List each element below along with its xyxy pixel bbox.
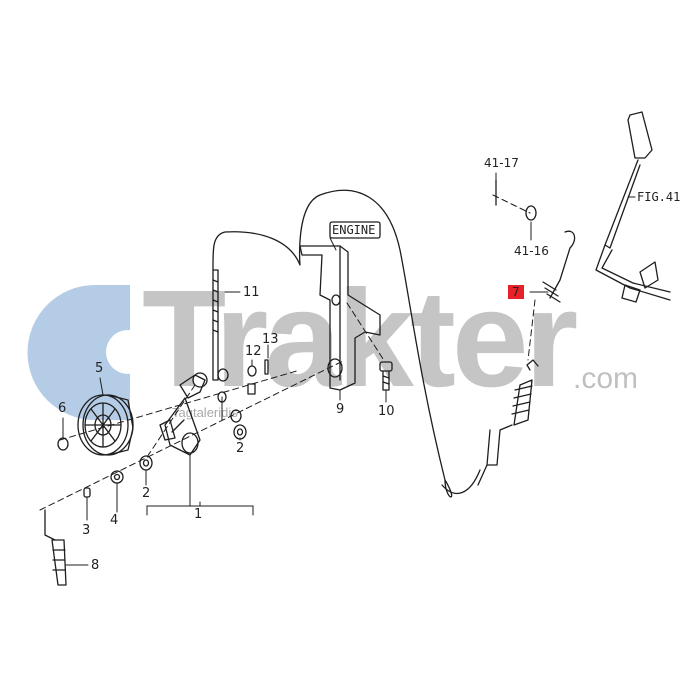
- engine-box-label: ENGINE: [332, 223, 376, 237]
- callout-6: 6: [58, 401, 67, 416]
- callout-5: 5: [95, 361, 104, 376]
- bracket-part-9: [299, 245, 381, 391]
- callout-13: 13: [262, 332, 279, 347]
- rod-part-11: [212, 269, 229, 403]
- callout-11: 11: [243, 285, 260, 300]
- callout-9: 9: [336, 402, 345, 417]
- callout-3: 3: [82, 523, 91, 538]
- spring-part-7: [477, 230, 576, 486]
- callout-2-right: 2: [236, 441, 245, 456]
- callout-fig-41: FIG.41: [637, 190, 681, 204]
- callout-ref-41-17: 41-17: [484, 156, 519, 170]
- callout-4: 4: [110, 513, 119, 528]
- callout-8: 8: [91, 558, 100, 573]
- callout-ref-41-16: 41-16: [514, 244, 549, 258]
- pulley-part-5: [77, 394, 134, 456]
- callout-7-highlighted[interactable]: 7: [508, 285, 524, 299]
- lever-fig-41: [595, 111, 671, 303]
- watermark-domain: .com: [573, 362, 639, 395]
- watermark-brand: Trakter: [142, 262, 578, 416]
- callout-10: 10: [378, 404, 395, 419]
- callout-2-left: 2: [142, 486, 151, 501]
- tensioner-arm-part-1: [159, 372, 208, 456]
- callout-1: 1: [194, 507, 203, 522]
- callout-12: 12: [245, 344, 262, 359]
